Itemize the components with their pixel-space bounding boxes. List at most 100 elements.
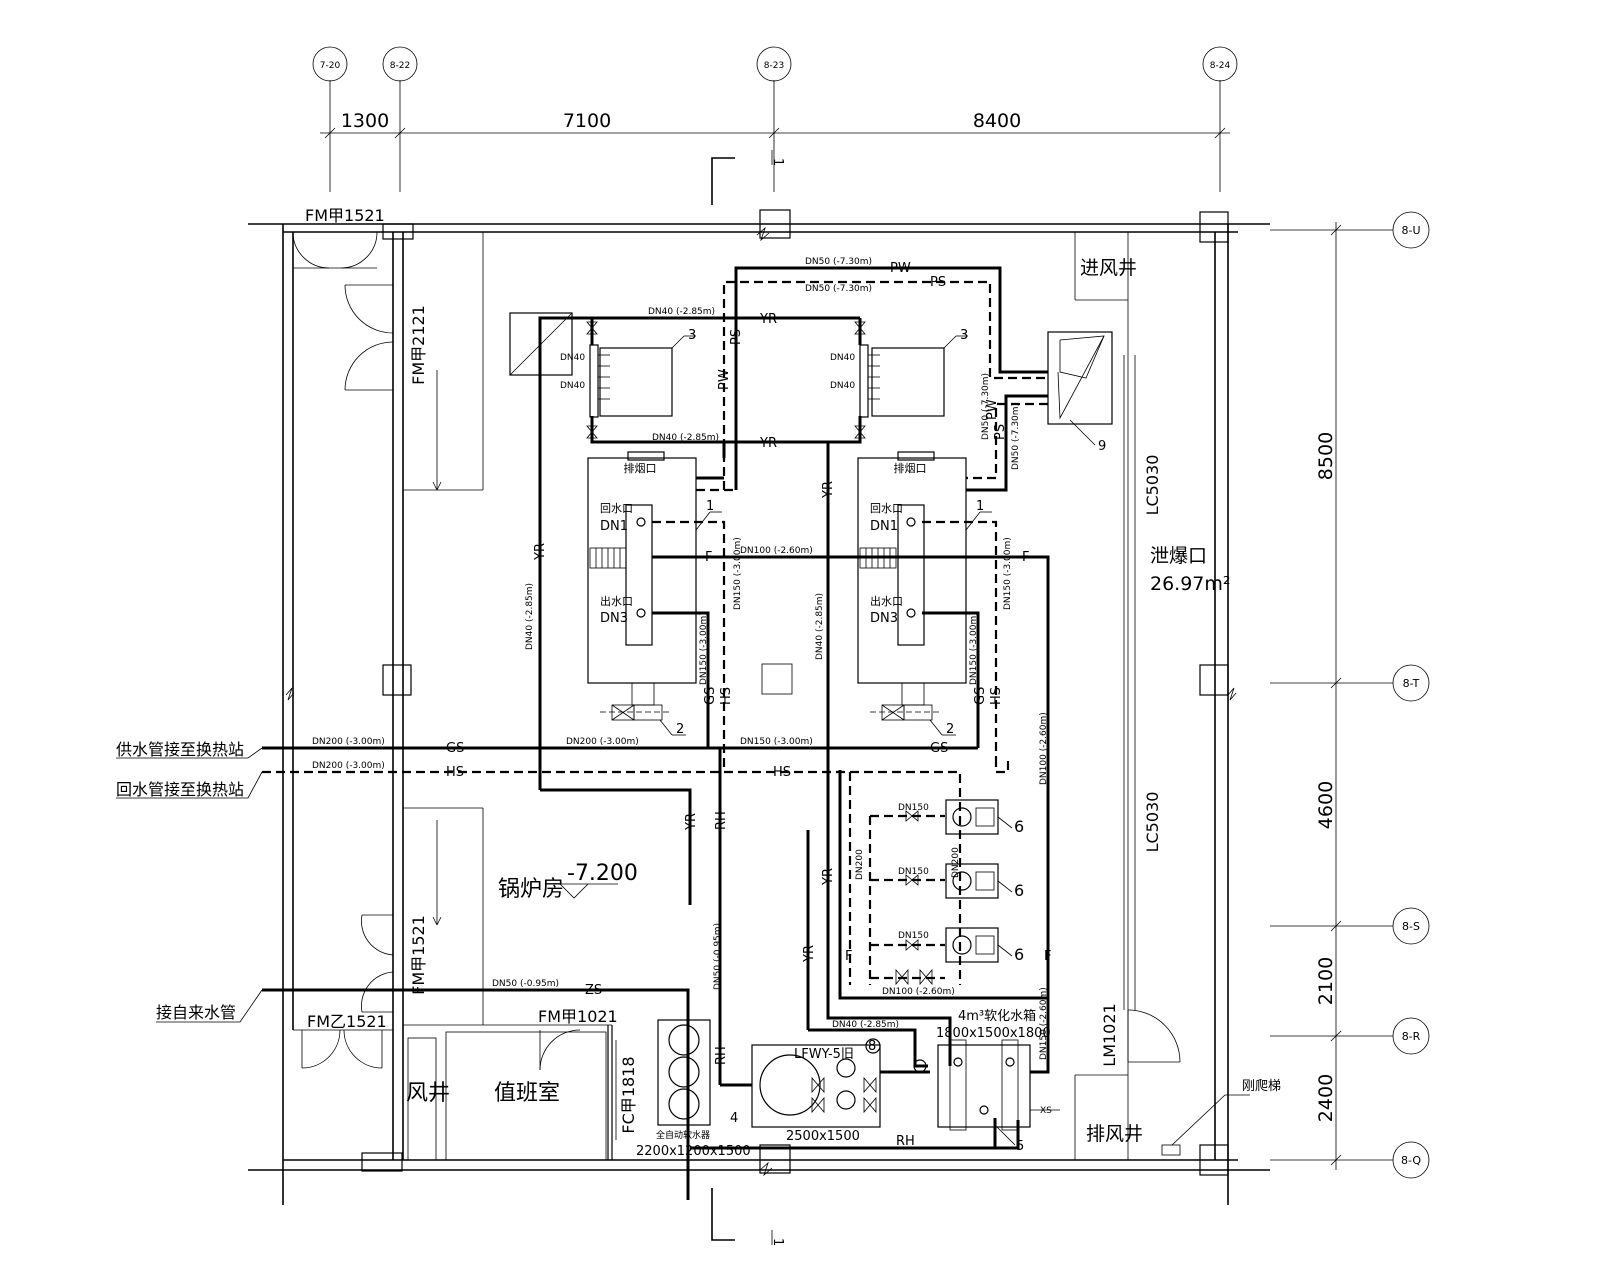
pipe-code: PW bbox=[717, 369, 732, 390]
pipe-size: DN150 (-2.60m) bbox=[1039, 987, 1049, 1060]
duty-room-label: 值班室 bbox=[494, 1081, 560, 1106]
pipe-size: DN100 (-2.60m) bbox=[1039, 712, 1049, 785]
pipe-size: DN40 (-2.85m) bbox=[652, 433, 719, 443]
ladder: 刚爬梯 bbox=[1161, 1079, 1281, 1156]
pipe-code: PS bbox=[930, 275, 946, 290]
vent-area: 26.97m² bbox=[1150, 573, 1231, 595]
dim-label: 1300 bbox=[341, 110, 389, 132]
boiler-level: -7.200 bbox=[567, 861, 638, 886]
stair-upper bbox=[432, 370, 442, 491]
pipe-size: DN200 (-3.00m) bbox=[566, 737, 639, 747]
dim-label: 2100 bbox=[1315, 957, 1337, 1005]
city-water-label: 接自来水管 bbox=[156, 1003, 236, 1022]
door-label: FM甲2121 bbox=[409, 305, 428, 385]
dim-label: 2400 bbox=[1315, 1074, 1337, 1122]
door-fmz1521 bbox=[293, 1029, 393, 1069]
pipe-size: DN200 (-3.00m) bbox=[312, 761, 385, 771]
pipe-code: PS bbox=[729, 329, 744, 345]
return-label: 回水管接至换热站 bbox=[116, 780, 244, 799]
pipe-code: YR bbox=[821, 481, 836, 499]
unit-3-right: 3 DN40 DN40 bbox=[830, 328, 968, 418]
air-shaft-label: 风井 bbox=[406, 1081, 450, 1106]
return-port-label: 回水口 bbox=[870, 502, 903, 515]
pipe-code: XS bbox=[1040, 1106, 1052, 1116]
pipe-code: F bbox=[845, 949, 852, 964]
dn200-label: DN200 bbox=[951, 847, 961, 878]
axis-label: 8-U bbox=[1401, 224, 1420, 237]
section-mark-top: 1 bbox=[711, 150, 785, 205]
door-label: FM甲1521 bbox=[409, 915, 428, 995]
door-label: LM1021 bbox=[1100, 1003, 1119, 1066]
pipe-code: F bbox=[705, 550, 712, 565]
tag-2: 2 bbox=[946, 722, 954, 737]
tag-8: 8 bbox=[868, 1039, 876, 1054]
dn200-label: DN200 bbox=[855, 849, 865, 880]
tag-6: 6 bbox=[1014, 945, 1024, 964]
pipe-code: PS bbox=[993, 424, 1008, 440]
pipe-code: RH bbox=[896, 1134, 915, 1149]
pipe-code: ZS bbox=[585, 983, 602, 998]
pipe-code: YR bbox=[533, 543, 548, 561]
dn40-label: DN40 bbox=[560, 353, 585, 363]
door-label: FC甲1818 bbox=[619, 1056, 638, 1133]
axis-label: 8-24 bbox=[1210, 61, 1231, 71]
axis-label: 7-20 bbox=[320, 61, 341, 71]
section-label: 1 bbox=[770, 1238, 785, 1246]
pipe-code: YR bbox=[759, 312, 777, 327]
building-walls bbox=[248, 209, 1270, 1205]
door-label: FM甲1021 bbox=[538, 1007, 618, 1026]
valves bbox=[586, 321, 933, 1114]
dim-label: 4600 bbox=[1315, 781, 1337, 829]
pipe-code: YR bbox=[821, 868, 836, 886]
pipe-code: RH bbox=[714, 811, 729, 830]
unit-3-left: 3 DN40 DN40 bbox=[560, 328, 696, 418]
axis-label: 8-T bbox=[1403, 677, 1420, 690]
pipe-size: DN200 (-3.00m) bbox=[312, 737, 385, 747]
outlet-port-label: 出水口 bbox=[600, 594, 633, 608]
tag-6: 6 bbox=[1014, 817, 1024, 836]
floor-drain bbox=[761, 663, 793, 695]
pipe-code: GS bbox=[446, 741, 464, 756]
pipe-size: DN40 (-2.85m) bbox=[832, 1020, 899, 1030]
pipe-size: DN50 (-0.95m) bbox=[713, 923, 723, 990]
dn40-label: DN40 bbox=[560, 381, 585, 391]
dn40-label: DN40 bbox=[830, 353, 855, 363]
pipe-code: YR bbox=[759, 436, 777, 451]
softened-water-tank-5: 5 4m³软化水箱 1800x1500x1800 bbox=[913, 1008, 1051, 1154]
pipe-code: YR bbox=[802, 945, 817, 963]
tag-1: 1 bbox=[976, 499, 984, 514]
pipe-size: DN40 (-2.85m) bbox=[525, 583, 535, 650]
pipe-size: DN100 (-2.60m) bbox=[740, 546, 813, 556]
softener-size: 2200x1200x1500 bbox=[636, 1144, 751, 1159]
dim-label: 8500 bbox=[1315, 432, 1337, 480]
pumps: 6 6 6 DN150 DN150 DN150 DN200 DN200 bbox=[855, 799, 1024, 964]
smoke-outlet-label: 排烟口 bbox=[624, 461, 657, 475]
pipe-size: DN150 (-3.00m) bbox=[699, 612, 709, 685]
room-labels: 进风井 排风井 泄爆口 26.97m² 锅炉房 -7.200 风井 值班室 bbox=[406, 257, 1231, 1145]
window-label: LC5030 bbox=[1143, 455, 1162, 516]
outlet-dn-label: DN3 bbox=[870, 611, 898, 626]
door-fm2121 bbox=[344, 284, 394, 391]
pipe-code: GS bbox=[703, 687, 718, 705]
softener-name: 全自动软水器 bbox=[656, 1129, 710, 1141]
section-label: 1 bbox=[770, 158, 785, 166]
outlet-port-label: 出水口 bbox=[870, 594, 903, 608]
axis-label: 8-22 bbox=[390, 61, 410, 71]
pipe-size-labels: DN50 (-7.30m) DN50 (-7.30m) DN40 (-2.85m… bbox=[312, 257, 1049, 1060]
window-label: LC5030 bbox=[1143, 792, 1162, 853]
return-dn-label: DN1 bbox=[870, 519, 898, 534]
tag-3: 3 bbox=[688, 328, 696, 343]
intake-shaft-label: 进风井 bbox=[1080, 257, 1137, 279]
unit-9: 9 bbox=[1047, 331, 1113, 454]
exhaust-shaft-label: 排风井 bbox=[1086, 1123, 1143, 1145]
tag-2: 2 bbox=[676, 722, 684, 737]
boiler-left: 排烟口 回水口 DN1 出水口 DN3 1 2 bbox=[587, 451, 722, 737]
pipe-code: HS bbox=[989, 687, 1004, 705]
dn150-label: DN150 bbox=[898, 931, 929, 941]
deaerator-8: LFWY-5旧 8 2500x1500 bbox=[751, 1038, 881, 1144]
pipe-code: RH bbox=[714, 1046, 729, 1065]
pipe-size: DN50 (-7.30m) bbox=[981, 373, 991, 440]
pipe-code-labels: PW PS YR YR PS PW PW PS YR YR F F GS HS … bbox=[446, 261, 1052, 1149]
door-fm1521-top bbox=[292, 231, 378, 269]
external-labels: 供水管接至换热站 回水管接至换热站 接自来水管 bbox=[116, 740, 263, 1023]
